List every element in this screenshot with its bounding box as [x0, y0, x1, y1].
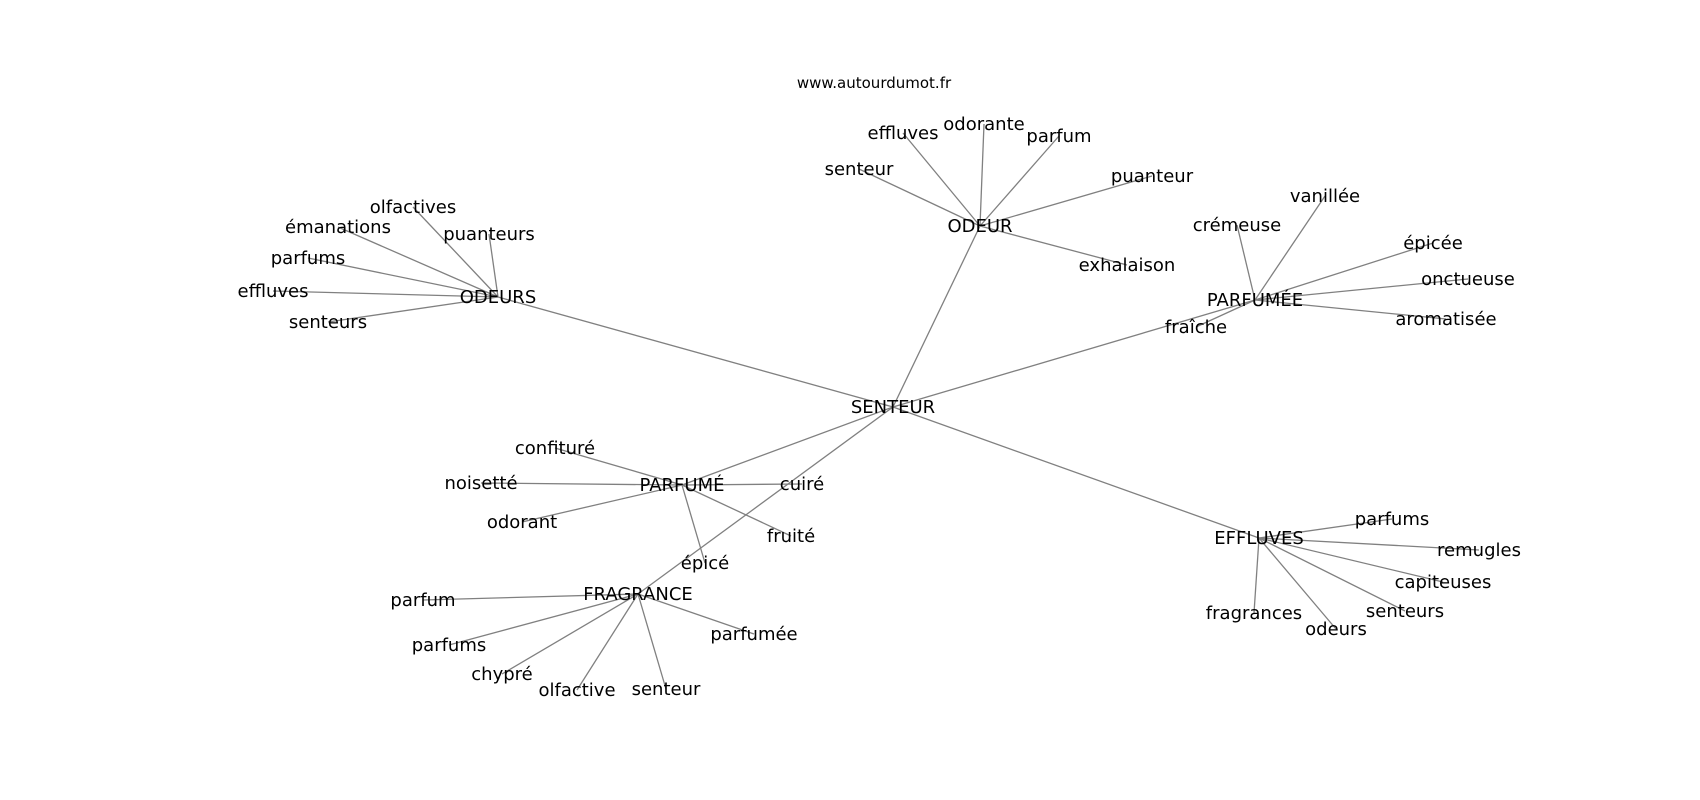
word-node: émanations	[285, 217, 391, 238]
word-node: aromatisée	[1395, 309, 1496, 330]
word-node: parfums	[1355, 509, 1430, 530]
edge-hub-to-word	[1254, 242, 1434, 301]
word-node: puanteurs	[443, 224, 535, 245]
edge-hub-to-word	[488, 233, 499, 298]
word-node: parfums	[271, 248, 346, 269]
edge-hub-to-word	[1236, 224, 1256, 301]
word-node: olfactive	[538, 680, 615, 701]
graph-edges	[272, 123, 1480, 691]
edge-hub-to-word	[327, 296, 499, 323]
center-node: SENTEUR	[851, 397, 935, 418]
word-node: odeurs	[1305, 619, 1367, 640]
edge-hub-to-word	[681, 484, 792, 537]
edge-center-to-hub	[892, 225, 981, 408]
word-node: onctueuse	[1421, 269, 1515, 290]
word-node: épicé	[681, 553, 729, 574]
edge-hub-to-word	[272, 290, 499, 298]
edge-hub-to-word	[576, 593, 639, 691]
edge-hub-to-word	[681, 484, 706, 564]
hub-node: FRAGRANCE	[583, 584, 693, 605]
edge-hub-to-word	[1254, 278, 1469, 301]
edge-hub-to-word	[448, 593, 639, 646]
word-node: parfum	[390, 590, 455, 611]
edge-hub-to-word	[422, 593, 639, 601]
source-url: www.autourdumot.fr	[797, 74, 952, 92]
edge-hub-to-word	[1254, 299, 1447, 320]
word-node: fraîche	[1165, 317, 1227, 338]
word-node: capiteuses	[1395, 572, 1492, 593]
word-node: puanteur	[1111, 166, 1194, 187]
edge-hub-to-word	[501, 593, 639, 675]
hub-node: PARFUMÉE	[1207, 289, 1303, 311]
edge-hub-to-word	[1258, 537, 1406, 612]
word-node: confituré	[515, 438, 595, 459]
edge-center-to-hub	[681, 406, 894, 486]
edge-center-to-hub	[892, 299, 1256, 408]
word-node: fragrances	[1206, 603, 1302, 624]
edge-center-to-hub	[497, 296, 894, 408]
edge-hub-to-word	[979, 175, 1153, 227]
word-node: senteur	[632, 679, 701, 700]
hub-node: ODEURS	[460, 287, 537, 308]
edge-hub-to-word	[637, 593, 755, 635]
edge-hub-to-word	[1253, 537, 1260, 614]
word-node: vanillée	[1290, 186, 1360, 207]
edge-hub-to-word	[1254, 195, 1326, 301]
word-node: épicée	[1403, 233, 1463, 254]
edge-hub-to-word	[480, 482, 683, 486]
hub-node: ODEUR	[947, 216, 1012, 237]
edge-hub-to-word	[979, 135, 1060, 227]
word-node: effluves	[238, 281, 309, 302]
word-node: parfum	[1026, 126, 1091, 147]
edge-hub-to-word	[1258, 537, 1480, 551]
edge-hub-to-word	[979, 123, 985, 227]
word-node: cuiré	[780, 474, 824, 495]
word-node: crémeuse	[1193, 215, 1281, 236]
word-node: senteurs	[1366, 601, 1444, 622]
word-node: chypré	[471, 664, 532, 685]
word-node: senteurs	[289, 312, 367, 333]
edge-hub-to-word	[1258, 537, 1337, 630]
hub-node: EFFLUVES	[1214, 528, 1304, 549]
edge-hub-to-word	[307, 257, 499, 298]
word-node: odorant	[487, 512, 557, 533]
word-node: noisetté	[444, 473, 517, 494]
word-node: olfactives	[370, 197, 456, 218]
edge-center-to-hub	[892, 406, 1260, 539]
edge-hub-to-word	[979, 225, 1128, 266]
edge-hub-to-word	[554, 447, 683, 486]
edge-hub-to-word	[858, 168, 981, 227]
edge-hub-to-word	[681, 483, 803, 486]
word-node: parfums	[412, 635, 487, 656]
word-node: remugles	[1437, 540, 1521, 561]
word-node: senteur	[825, 159, 894, 180]
edge-hub-to-word	[637, 593, 667, 690]
word-node: fruité	[767, 526, 815, 547]
edge-hub-to-word	[902, 132, 981, 227]
word-node: odorante	[943, 114, 1024, 135]
word-node: exhalaison	[1079, 255, 1176, 276]
hub-node: PARFUMÉ	[640, 474, 725, 496]
edge-hub-to-word	[1195, 299, 1256, 328]
edge-hub-to-word	[1258, 518, 1393, 539]
edge-hub-to-word	[337, 226, 499, 298]
edge-hub-to-word	[1258, 537, 1444, 583]
edge-hub-to-word	[521, 484, 683, 523]
word-node: effluves	[868, 123, 939, 144]
word-node: parfumée	[710, 624, 797, 645]
edge-hub-to-word	[412, 206, 499, 298]
edge-center-to-hub	[637, 406, 894, 595]
